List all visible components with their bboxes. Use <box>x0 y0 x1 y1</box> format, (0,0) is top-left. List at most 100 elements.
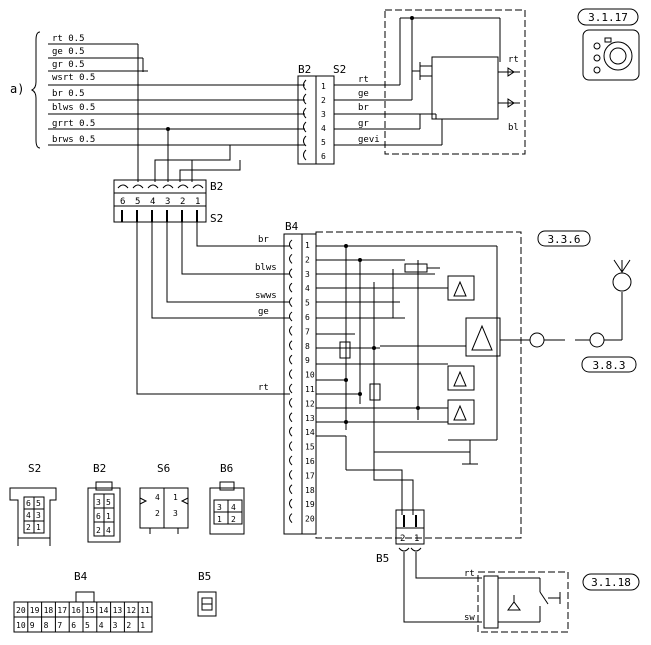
svg-text:2: 2 <box>321 96 326 105</box>
svg-text:S6: S6 <box>157 462 170 475</box>
svg-text:ge 0.5: ge 0.5 <box>52 47 85 57</box>
svg-text:2: 2 <box>180 197 185 207</box>
svg-text:rt 0.5: rt 0.5 <box>52 34 85 44</box>
svg-text:1: 1 <box>414 534 419 544</box>
b4-pin-socket <box>289 239 293 250</box>
svg-text:4: 4 <box>106 526 111 535</box>
svg-text:gevi: gevi <box>358 135 380 145</box>
svg-text:4: 4 <box>155 493 160 502</box>
b4-pin-number: 20 <box>305 515 315 524</box>
bundle-down-wires <box>137 44 241 182</box>
b4-legend-pin: 6 <box>71 621 76 630</box>
svg-text:gr: gr <box>358 119 369 129</box>
svg-text:3: 3 <box>173 509 178 518</box>
b4-legend-pin: 20 <box>16 606 26 615</box>
b4-legend-pin: 2 <box>126 621 131 630</box>
svg-text:br: br <box>358 103 369 113</box>
svg-text:3: 3 <box>36 511 41 520</box>
legend-b5: B5 <box>197 570 217 617</box>
b4-pin-number: 11 <box>305 385 315 394</box>
b4-pin-socket <box>289 484 293 495</box>
svg-text:5: 5 <box>135 197 140 207</box>
b4-pin-socket <box>289 498 293 509</box>
svg-text:B5: B5 <box>198 570 211 583</box>
module-3117: rt bl <box>384 9 526 155</box>
b4-legend-pin: 12 <box>126 606 136 615</box>
svg-text:5: 5 <box>36 499 41 508</box>
svg-text:6: 6 <box>120 197 125 207</box>
b4-legend-pin: 13 <box>113 606 123 615</box>
svg-text:br: br <box>258 235 269 245</box>
svg-text:6: 6 <box>321 152 326 161</box>
b4-legend-pin: 14 <box>99 606 109 615</box>
svg-text:swws: swws <box>255 291 277 301</box>
svg-text:3.8.3: 3.8.3 <box>592 359 625 372</box>
svg-text:S2: S2 <box>210 212 223 225</box>
svg-text:rt: rt <box>258 383 269 393</box>
b4-legend-pin: 16 <box>71 606 81 615</box>
svg-text:3: 3 <box>96 498 101 507</box>
legend-b6: B6 3 4 1 2 <box>209 462 245 535</box>
b4-legend-pin: 9 <box>30 621 35 630</box>
b4-pin-number: 19 <box>305 500 315 509</box>
sensor-383 <box>529 259 632 348</box>
b4-pin-socket <box>289 441 293 451</box>
svg-text:rt: rt <box>358 75 369 85</box>
svg-text:gr 0.5: gr 0.5 <box>52 60 85 70</box>
svg-text:B2: B2 <box>298 63 311 76</box>
svg-text:3.1.18: 3.1.18 <box>591 576 631 589</box>
svg-text:rt: rt <box>508 55 519 65</box>
b4-pin-socket <box>289 398 293 408</box>
b4-pin-number: 13 <box>305 414 315 423</box>
b4-pin-number: 8 <box>305 342 310 351</box>
b4-pin-socket <box>289 412 293 423</box>
b4-legend-pin: 18 <box>44 606 54 615</box>
b4-pin-socket <box>289 513 293 523</box>
b4-legend-pin: 19 <box>30 606 40 615</box>
b4-pin-number: 4 <box>305 284 310 293</box>
b4-legend-pin: 4 <box>99 621 104 630</box>
svg-text:blws 0.5: blws 0.5 <box>52 103 95 113</box>
svg-text:2: 2 <box>400 534 405 544</box>
b4-pin-number: 17 <box>305 471 315 480</box>
b4-legend-pin: 7 <box>57 621 62 630</box>
svg-text:1: 1 <box>217 515 222 524</box>
svg-text:bl: bl <box>508 123 519 133</box>
b4-pin-number: 6 <box>305 313 310 322</box>
svg-text:rt: rt <box>464 569 475 579</box>
svg-text:4: 4 <box>26 511 31 520</box>
svg-text:3.3.6: 3.3.6 <box>547 233 580 246</box>
svg-text:2: 2 <box>96 526 101 535</box>
b4-pin-socket <box>289 455 293 466</box>
svg-text:brws 0.5: brws 0.5 <box>52 135 95 145</box>
b4-pin-socket <box>289 254 293 264</box>
svg-text:B4: B4 <box>285 220 299 233</box>
b4-legend-pin: 1 <box>140 621 145 630</box>
svg-text:B5: B5 <box>376 552 389 565</box>
svg-text:6: 6 <box>26 499 31 508</box>
svg-text:3: 3 <box>165 197 170 207</box>
svg-text:2: 2 <box>231 515 236 524</box>
b4-legend-pin: 15 <box>85 606 95 615</box>
b4-pin-socket <box>289 326 293 336</box>
b4-pin-socket <box>289 282 293 293</box>
b4-pin-socket <box>289 311 293 322</box>
control-panel-icon <box>582 29 640 81</box>
b4-pin-number: 7 <box>305 327 310 336</box>
module-336 <box>315 231 530 539</box>
legend-s6: S6 4 1 2 3 <box>139 462 189 534</box>
svg-text:2: 2 <box>26 523 31 532</box>
ref-tag-3117: 3.1.17 <box>577 8 639 26</box>
svg-text:B2: B2 <box>210 180 223 193</box>
mid-connector-b2-s2: 6 5 4 3 2 1 B2 S2 <box>113 179 223 225</box>
svg-text:4: 4 <box>231 503 236 512</box>
mid-to-b4-wires: br blws swws ge rt <box>136 222 290 395</box>
b4-pin-socket <box>289 383 293 394</box>
b4-pin-number: 1 <box>305 241 310 250</box>
svg-text:4: 4 <box>321 124 326 133</box>
b4-pin-number: 12 <box>305 399 315 408</box>
svg-text:grrt 0.5: grrt 0.5 <box>52 119 95 129</box>
